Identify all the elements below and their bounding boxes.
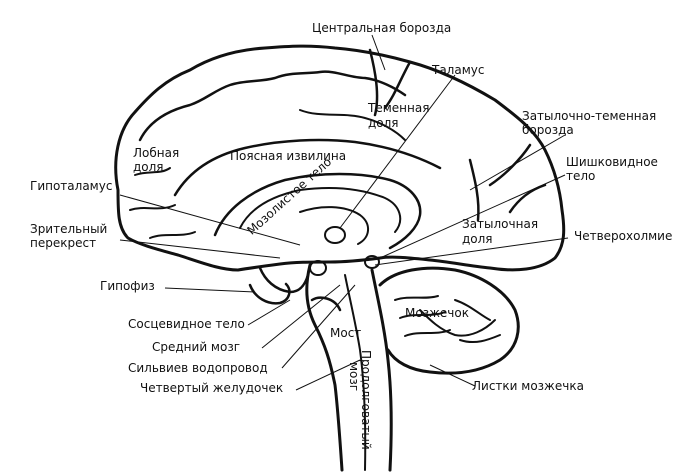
- leader-fourth-ventricle: [295, 359, 361, 391]
- label-thalamus: Таламус: [432, 63, 485, 77]
- leader-optic-chiasm: [119, 239, 281, 259]
- label-cerebellar-folia: Листки мозжечка: [472, 379, 584, 393]
- corpus-callosum: [213, 172, 422, 250]
- label-occipital-lobe-1: Затылочная: [462, 217, 539, 231]
- label-optic-chiasm-2: перекрест: [30, 236, 97, 250]
- label-aqueduct: Сильвиев водопровод: [128, 361, 268, 375]
- label-parietal-lobe-2: доля: [368, 116, 399, 130]
- label-pineal-1: Шишковидное: [566, 155, 658, 169]
- leader-midbrain: [261, 284, 341, 349]
- label-midbrain: Средний мозг: [152, 340, 241, 354]
- label-cingulate-gyrus: Поясная извилина: [230, 149, 347, 163]
- label-medulla-2: мозг: [347, 362, 361, 392]
- label-occipital-lobe-2: доля: [462, 232, 493, 246]
- label-mammillary-body: Сосцевидное тело: [128, 317, 245, 331]
- leader-mammillary: [247, 299, 291, 326]
- leader-pineal: [379, 174, 566, 259]
- leader-parieto-occipital: [469, 134, 566, 191]
- leader-thalamus: [339, 74, 456, 229]
- leader-central-sulcus: [371, 34, 386, 71]
- label-frontal-lobe-1: Лобная: [133, 146, 180, 160]
- label-pituitary: Гипофиз: [100, 279, 155, 293]
- brainstem: [305, 263, 344, 472]
- label-central-sulcus: Центральная борозда: [312, 21, 452, 35]
- label-pons: Мост: [330, 326, 362, 340]
- label-parieto-occipital-1: Затылочно-теменная: [522, 109, 657, 123]
- label-fourth-ventricle: Четвертый желудочек: [140, 381, 284, 395]
- pituitary: [248, 282, 291, 305]
- label-hypothalamus: Гипоталамус: [30, 179, 113, 193]
- label-parieto-occipital-2: борозда: [522, 123, 574, 137]
- label-cerebellum: Мозжечок: [405, 306, 469, 320]
- leader-aqueduct: [281, 284, 356, 369]
- leader-quadrigemina: [374, 237, 569, 266]
- label-quadrigemina: Четверохолмие: [574, 229, 673, 243]
- label-frontal-lobe-2: доля: [133, 160, 164, 174]
- label-pineal-2: тело: [566, 169, 596, 183]
- cerebellum: [378, 266, 520, 375]
- cerebrum-outline: [114, 44, 566, 272]
- label-parietal-lobe-1: Теменная: [368, 101, 430, 115]
- leader-folia: [429, 364, 476, 387]
- leader-pituitary: [164, 287, 256, 293]
- label-optic-chiasm-1: Зрительный: [30, 222, 108, 236]
- leader-hypothalamus: [119, 194, 301, 246]
